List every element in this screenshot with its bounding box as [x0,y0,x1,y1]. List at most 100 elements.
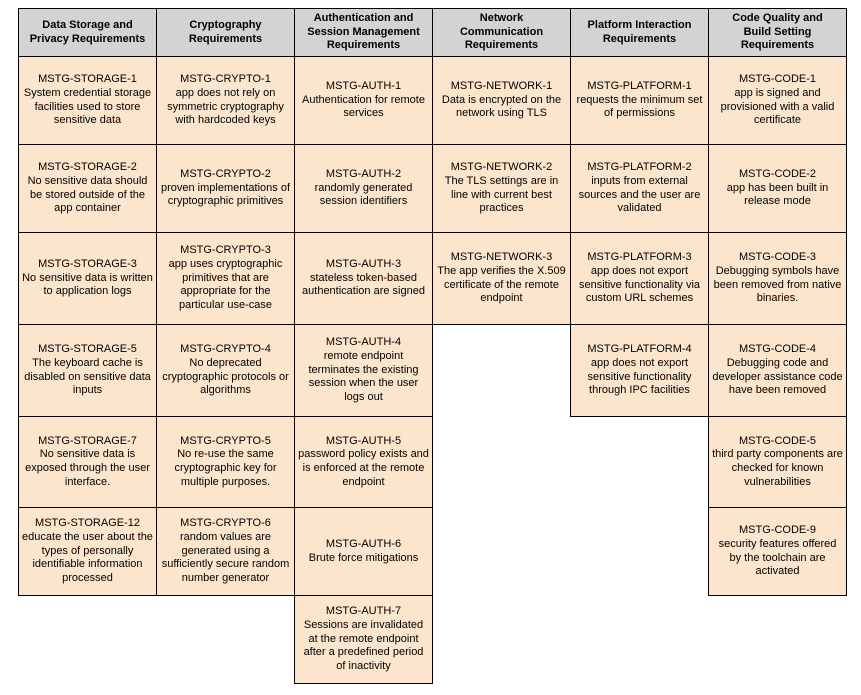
requirement-text: app is signed and provisioned with a val… [720,86,835,127]
requirement-code: MSTG-STORAGE-3 [38,257,137,270]
requirement-code: MSTG-CRYPTO-3 [180,244,271,257]
requirement-text: No deprecated cryptographic protocols or… [162,356,289,397]
requirement-text: stateless token-based authentication are… [302,271,425,298]
requirement-text: proven implementations of cryptographic … [160,181,290,208]
requirement-text: No sensitive data is exposed through the… [25,448,150,488]
requirement-text: The app verifies the X.509 certificate o… [437,264,566,305]
requirement-code: MSTG-STORAGE-7 [38,434,137,447]
requirement-code: MSTG-AUTH-6 [325,537,402,550]
requirement-text: randomly generated session identifiers [314,181,413,208]
requirement-code: MSTG-STORAGE-2 [38,161,137,173]
requirement-text: remote endpoint terminates the existing … [308,349,419,404]
requirement-text: third party components are checked for k… [712,448,843,488]
requirement-text: random values are generated using a suff… [161,530,290,585]
requirement-code: MSTG-STORAGE-12 [35,517,140,530]
requirement-text: security features offered by the toolcha… [718,537,837,578]
requirement-text: The TLS settings are in line with curren… [444,174,559,215]
requirement-code: MSTG-CODE-9 [739,524,816,536]
column-header-authentication: Authentication and Session Management Re… [294,8,433,57]
column-header-network: Network Communication Requirements [432,8,571,57]
requirement-code: MSTG-STORAGE-5 [38,343,137,355]
requirement-code: MSTG-CODE-3 [739,251,816,263]
column-code-quality: Code Quality and Build Setting Requireme… [708,8,847,596]
requirement-text: Debugging code and developer assistance … [712,356,843,397]
requirement-text: app does not export sensitive functional… [587,356,692,397]
requirement-code: MSTG-CRYPTO-5 [180,434,271,447]
requirement-text: Sessions are invalidated at the remote e… [303,618,424,673]
requirement-text: Authentication for remote services [302,93,425,120]
requirement-text: System credential storage facilities use… [23,86,152,127]
requirement-code: MSTG-AUTH-4 [325,336,402,349]
requirement-text: inputs from external sources and the use… [578,174,701,215]
requirement-code: MSTG-PLATFORM-4 [587,343,692,355]
requirement-text: No sensitive data is written to applicat… [22,271,153,298]
requirement-text: Debugging symbols have been removed from… [713,264,842,305]
requirement-code: MSTG-NETWORK-2 [450,161,553,173]
requirement-code: MSTG-PLATFORM-1 [587,79,692,92]
requirement-text: app does not rely on symmetric cryptogra… [167,86,284,127]
requirement-code: MSTG-AUTH-5 [325,434,402,447]
requirement-text: No sensitive data should be stored outsi… [27,174,148,215]
requirement-code: MSTG-AUTH-2 [325,167,402,180]
requirement-code: MSTG-AUTH-7 [325,605,402,618]
requirement-code: MSTG-CRYPTO-6 [180,517,271,530]
requirement-code: MSTG-CRYPTO-1 [180,73,271,85]
requirement-code: MSTG-CODE-4 [739,343,816,355]
column-header-data-storage: Data Storage and Privacy Requirements [18,8,157,57]
column-authentication: Authentication and Session Management Re… [294,8,433,684]
requirement-text: password policy exists and is enforced a… [298,448,429,488]
requirement-text: No re-use the same cryptographic key for… [174,448,277,488]
column-header-cryptography: Cryptography Requirements [156,8,295,57]
requirement-text: The keyboard cache is disabled on sensit… [24,356,151,397]
column-header-code-quality: Code Quality and Build Setting Requireme… [708,8,847,57]
column-header-platform: Platform Interaction Requirements [570,8,709,57]
requirement-code: MSTG-CODE-1 [739,73,816,85]
requirement-text: app has been built in release mode [726,181,829,208]
requirement-text: Data is encrypted on the network using T… [441,93,562,120]
requirement-code: MSTG-CRYPTO-2 [180,167,271,180]
requirement-text: requests the minimum set of permissions [576,93,703,120]
requirement-code: MSTG-NETWORK-3 [450,251,553,263]
requirement-text: app uses cryptographic primitives that a… [168,257,283,312]
requirement-text: educate the user about the types of pers… [22,530,153,585]
requirement-code: MSTG-NETWORK-1 [450,79,553,92]
requirement-code: MSTG-CRYPTO-4 [180,343,271,355]
requirement-code: MSTG-STORAGE-1 [38,73,137,85]
requirement-code: MSTG-AUTH-1 [325,79,402,92]
